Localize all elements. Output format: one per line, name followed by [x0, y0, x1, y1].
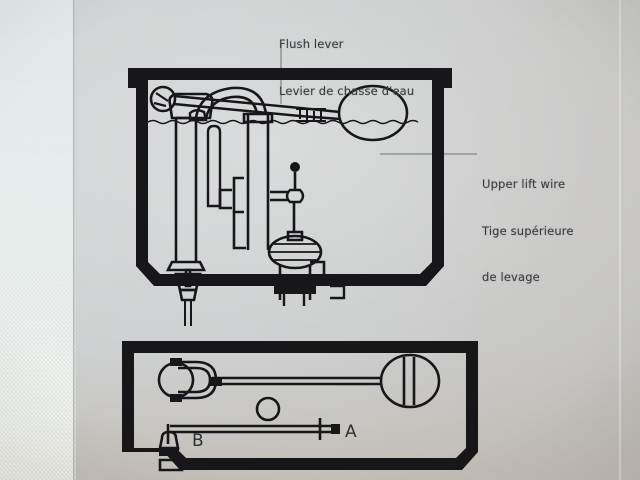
retaining-ring: [255, 396, 281, 422]
tank-ball-ribs: [270, 243, 320, 261]
upper-lift-wire-bulb: [290, 162, 300, 172]
lift-wire-bell-collar: [159, 448, 179, 456]
float-arm-pivot-slot: [153, 92, 169, 108]
flush-valve-locknut: [274, 286, 316, 294]
float-ball: [337, 84, 409, 142]
toilet-tank-cutaway: [128, 68, 452, 326]
refill-tube-outer: [194, 86, 268, 119]
lift-wire-guide-arm: [270, 190, 288, 202]
clevis-pin-bottom: [170, 394, 182, 402]
flush-valve-tailpiece: [282, 294, 306, 306]
supply-shank: [184, 268, 192, 288]
lift-wire-rod-shaft: [170, 424, 332, 434]
upper-lift-wire-label-fr-2: de levage: [482, 270, 540, 284]
float-arm-rod-end: [210, 377, 222, 386]
overflow-tube: [246, 114, 270, 250]
flush-lever-callout: Flush lever Levier de chasse d'eau: [279, 6, 414, 130]
textured-paper-strip: [0, 0, 76, 480]
inner-standpipe: [206, 124, 222, 208]
tray-float-ball: [379, 353, 441, 409]
flush-valve-bracket-lower: [232, 212, 246, 250]
tank-ball: [267, 234, 323, 270]
flush-valve-side-port: [310, 260, 326, 278]
tray-float-ball-seam: [402, 357, 416, 405]
upper-lift-wire-label-fr-1: Tige supérieure: [482, 223, 574, 238]
fill-valve-shank: [174, 118, 198, 262]
upper-lift-wire-callout: Upper lift wire Tige supérieure de levag…: [482, 146, 574, 317]
overflow-tube-rim: [242, 112, 274, 124]
fill-valve-base-nut: [165, 260, 207, 272]
flush-lever-label-en: Flush lever: [279, 37, 344, 51]
overflow-outlet-stub: [330, 284, 346, 300]
paper-edge-shadow: [73, 0, 77, 480]
refill-tube-clip: [188, 109, 208, 122]
marker-b-label: B: [192, 431, 204, 451]
lift-wire-guide: [285, 188, 305, 204]
tray-foot-tab: [158, 458, 184, 472]
supply-line: [184, 300, 192, 326]
flush-valve-bracket-notch: [218, 188, 232, 210]
page-right-edge: [618, 0, 623, 480]
paper-texture-overlay: [0, 0, 76, 480]
parts-tray: A B: [122, 341, 478, 472]
float-arm-adjustment-ridges: [299, 110, 322, 121]
clevis-pin-top: [170, 358, 182, 366]
supply-nut-lower: [178, 288, 198, 302]
lift-wire-rod-tip: [331, 424, 340, 434]
flush-lever-label-fr: Levier de chasse d'eau: [279, 83, 415, 98]
float-arm-rod: [212, 376, 382, 386]
lift-wire-bell-end: [158, 430, 180, 450]
marker-a-label: A: [345, 422, 357, 442]
float-arm-adjustment-collar: [296, 108, 326, 122]
upper-lift-wire-label-en: Upper lift wire: [482, 177, 566, 191]
float-arm-pivot: [149, 85, 177, 113]
page-bottom-shading: [0, 340, 640, 480]
tank-lid: [128, 68, 452, 80]
refill-tube-inner: [204, 95, 259, 119]
fill-valve-head: [168, 92, 214, 120]
flush-valve-bracket-left: [232, 176, 244, 214]
